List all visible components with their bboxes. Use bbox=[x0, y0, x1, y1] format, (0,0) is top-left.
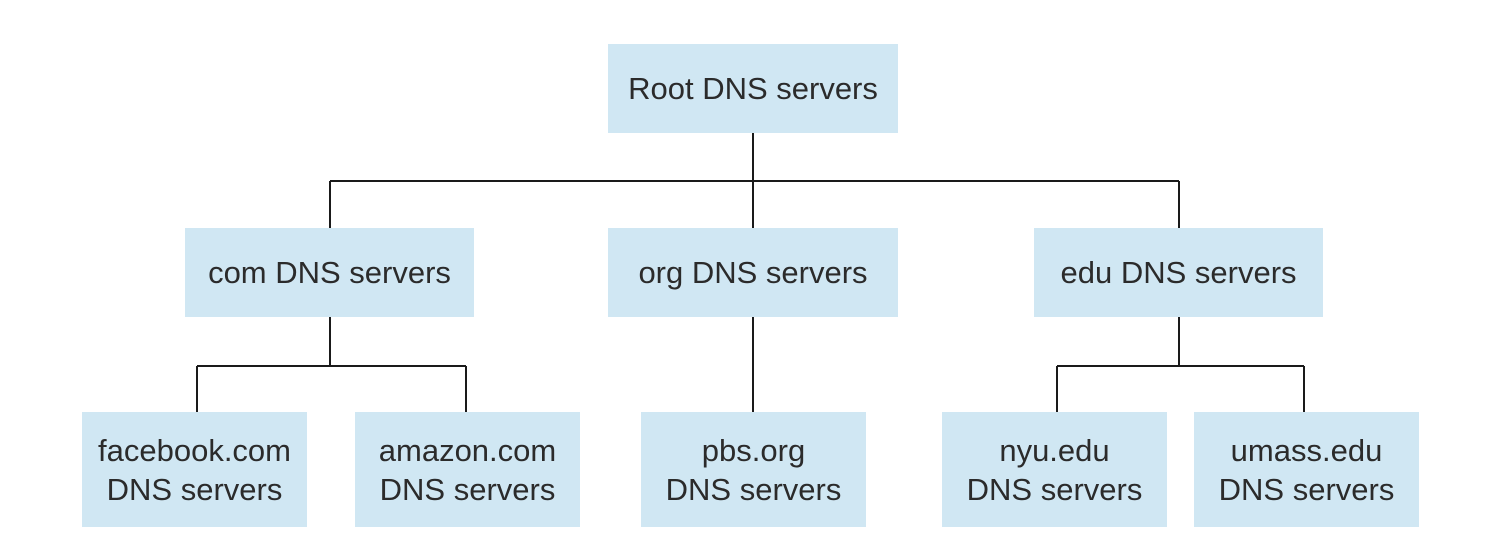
com-dns-servers-label: com DNS servers bbox=[208, 255, 451, 290]
root-dns-servers-label: Root DNS servers bbox=[628, 71, 878, 106]
edu-dns-servers-box: edu DNS servers bbox=[1034, 228, 1323, 317]
root-dns-servers-box: Root DNS servers bbox=[608, 44, 898, 133]
pbs-servers-label: DNS servers bbox=[665, 471, 842, 507]
amazon-dns-servers-box: amazon.com DNS servers bbox=[355, 412, 580, 527]
nyu-dns-servers-box: nyu.edu DNS servers bbox=[942, 412, 1167, 527]
nyu-servers-label: DNS servers bbox=[966, 471, 1143, 507]
pbs-dns-servers-box: pbs.org DNS servers bbox=[641, 412, 866, 527]
com-dns-servers-box: com DNS servers bbox=[185, 228, 474, 317]
umass-servers-label: DNS servers bbox=[1218, 471, 1395, 507]
facebook-dns-servers-box: facebook.com DNS servers bbox=[82, 412, 307, 527]
pbs-domain-label: pbs.org bbox=[701, 432, 806, 468]
facebook-domain-label: facebook.com bbox=[98, 432, 291, 468]
umass-dns-servers-box: umass.edu DNS servers bbox=[1194, 412, 1419, 527]
amazon-domain-label: amazon.com bbox=[378, 432, 557, 468]
org-dns-servers-label: org DNS servers bbox=[638, 255, 868, 290]
nyu-domain-label: nyu.edu bbox=[999, 432, 1110, 468]
amazon-servers-label: DNS servers bbox=[379, 471, 556, 507]
org-dns-servers-box: org DNS servers bbox=[608, 228, 898, 317]
umass-domain-label: umass.edu bbox=[1230, 432, 1383, 468]
edu-dns-servers-label: edu DNS servers bbox=[1060, 255, 1297, 290]
facebook-servers-label: DNS servers bbox=[106, 471, 283, 507]
